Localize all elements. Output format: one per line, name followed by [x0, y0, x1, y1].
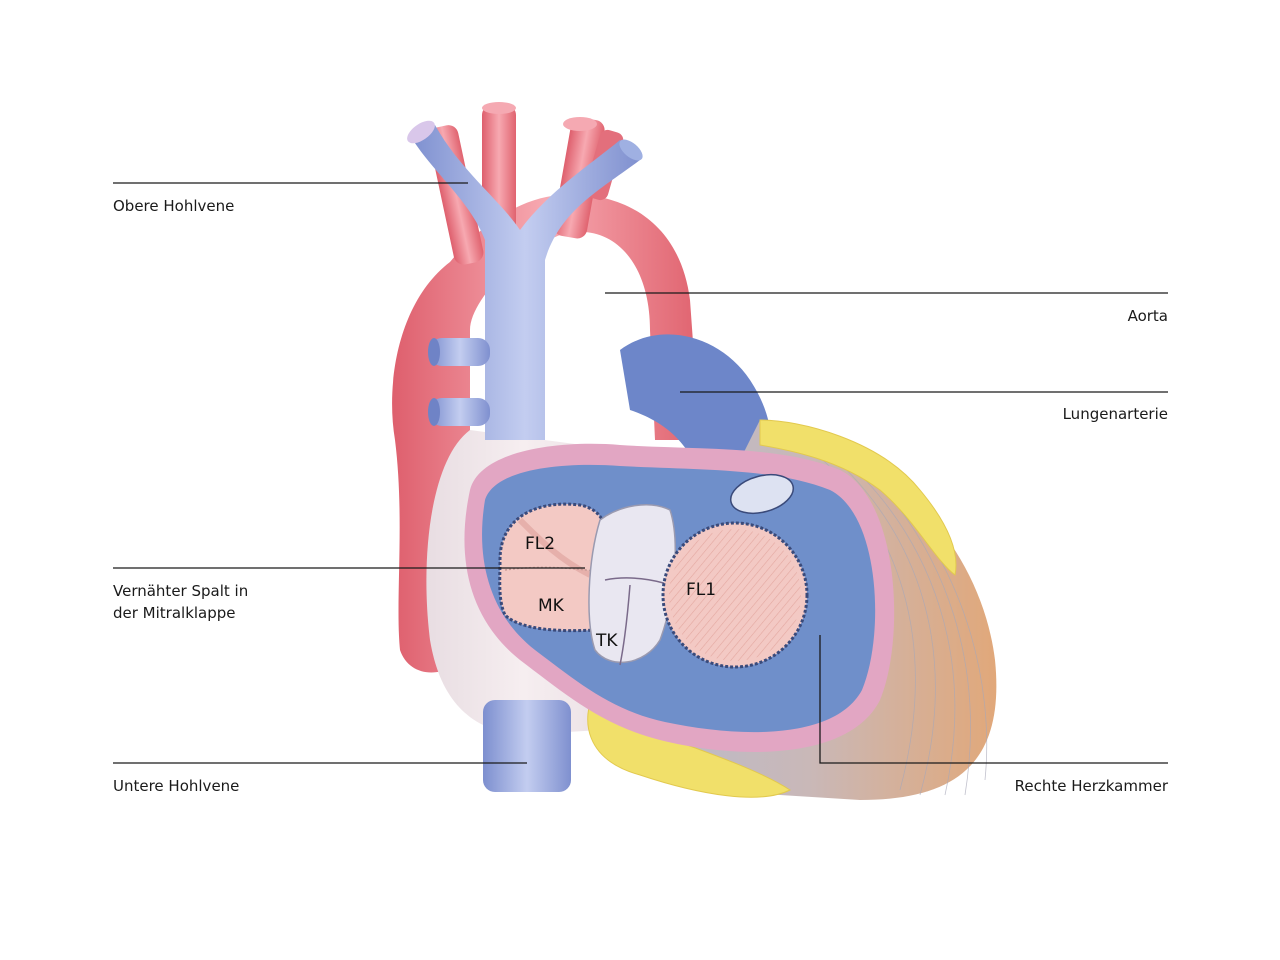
fl1-region: [661, 521, 809, 669]
leader-rechte-herzkammer: [819, 635, 1168, 764]
label-rechte-herzkammer: Rechte Herzkammer: [1014, 777, 1168, 795]
label-fl2: FL2: [525, 534, 555, 554]
label-fl1: FL1: [686, 580, 716, 600]
superior-vena-cava-shape: [410, 125, 640, 440]
label-mk: MK: [538, 596, 565, 616]
tricuspid-valve: [588, 504, 676, 664]
pulmonary-valve: [729, 473, 795, 515]
pulmonary-artery-shape: [620, 334, 772, 480]
label-aorta: Aorta: [1127, 307, 1168, 325]
label-spalt-line2: der Mitralklappe: [113, 604, 236, 622]
label-tk: TK: [595, 631, 618, 651]
fat-tissue-top: [759, 419, 957, 576]
label-lungenarterie: Lungenarterie: [1062, 405, 1168, 423]
label-obere-hohlvene: Obere Hohlvene: [113, 197, 235, 215]
label-untere-hohlvene: Untere Hohlvene: [113, 777, 240, 795]
leader-lines: [113, 182, 1168, 764]
label-spalt-line1: Vernähter Spalt in: [113, 582, 249, 600]
inferior-vena-cava-shape: [483, 700, 571, 792]
